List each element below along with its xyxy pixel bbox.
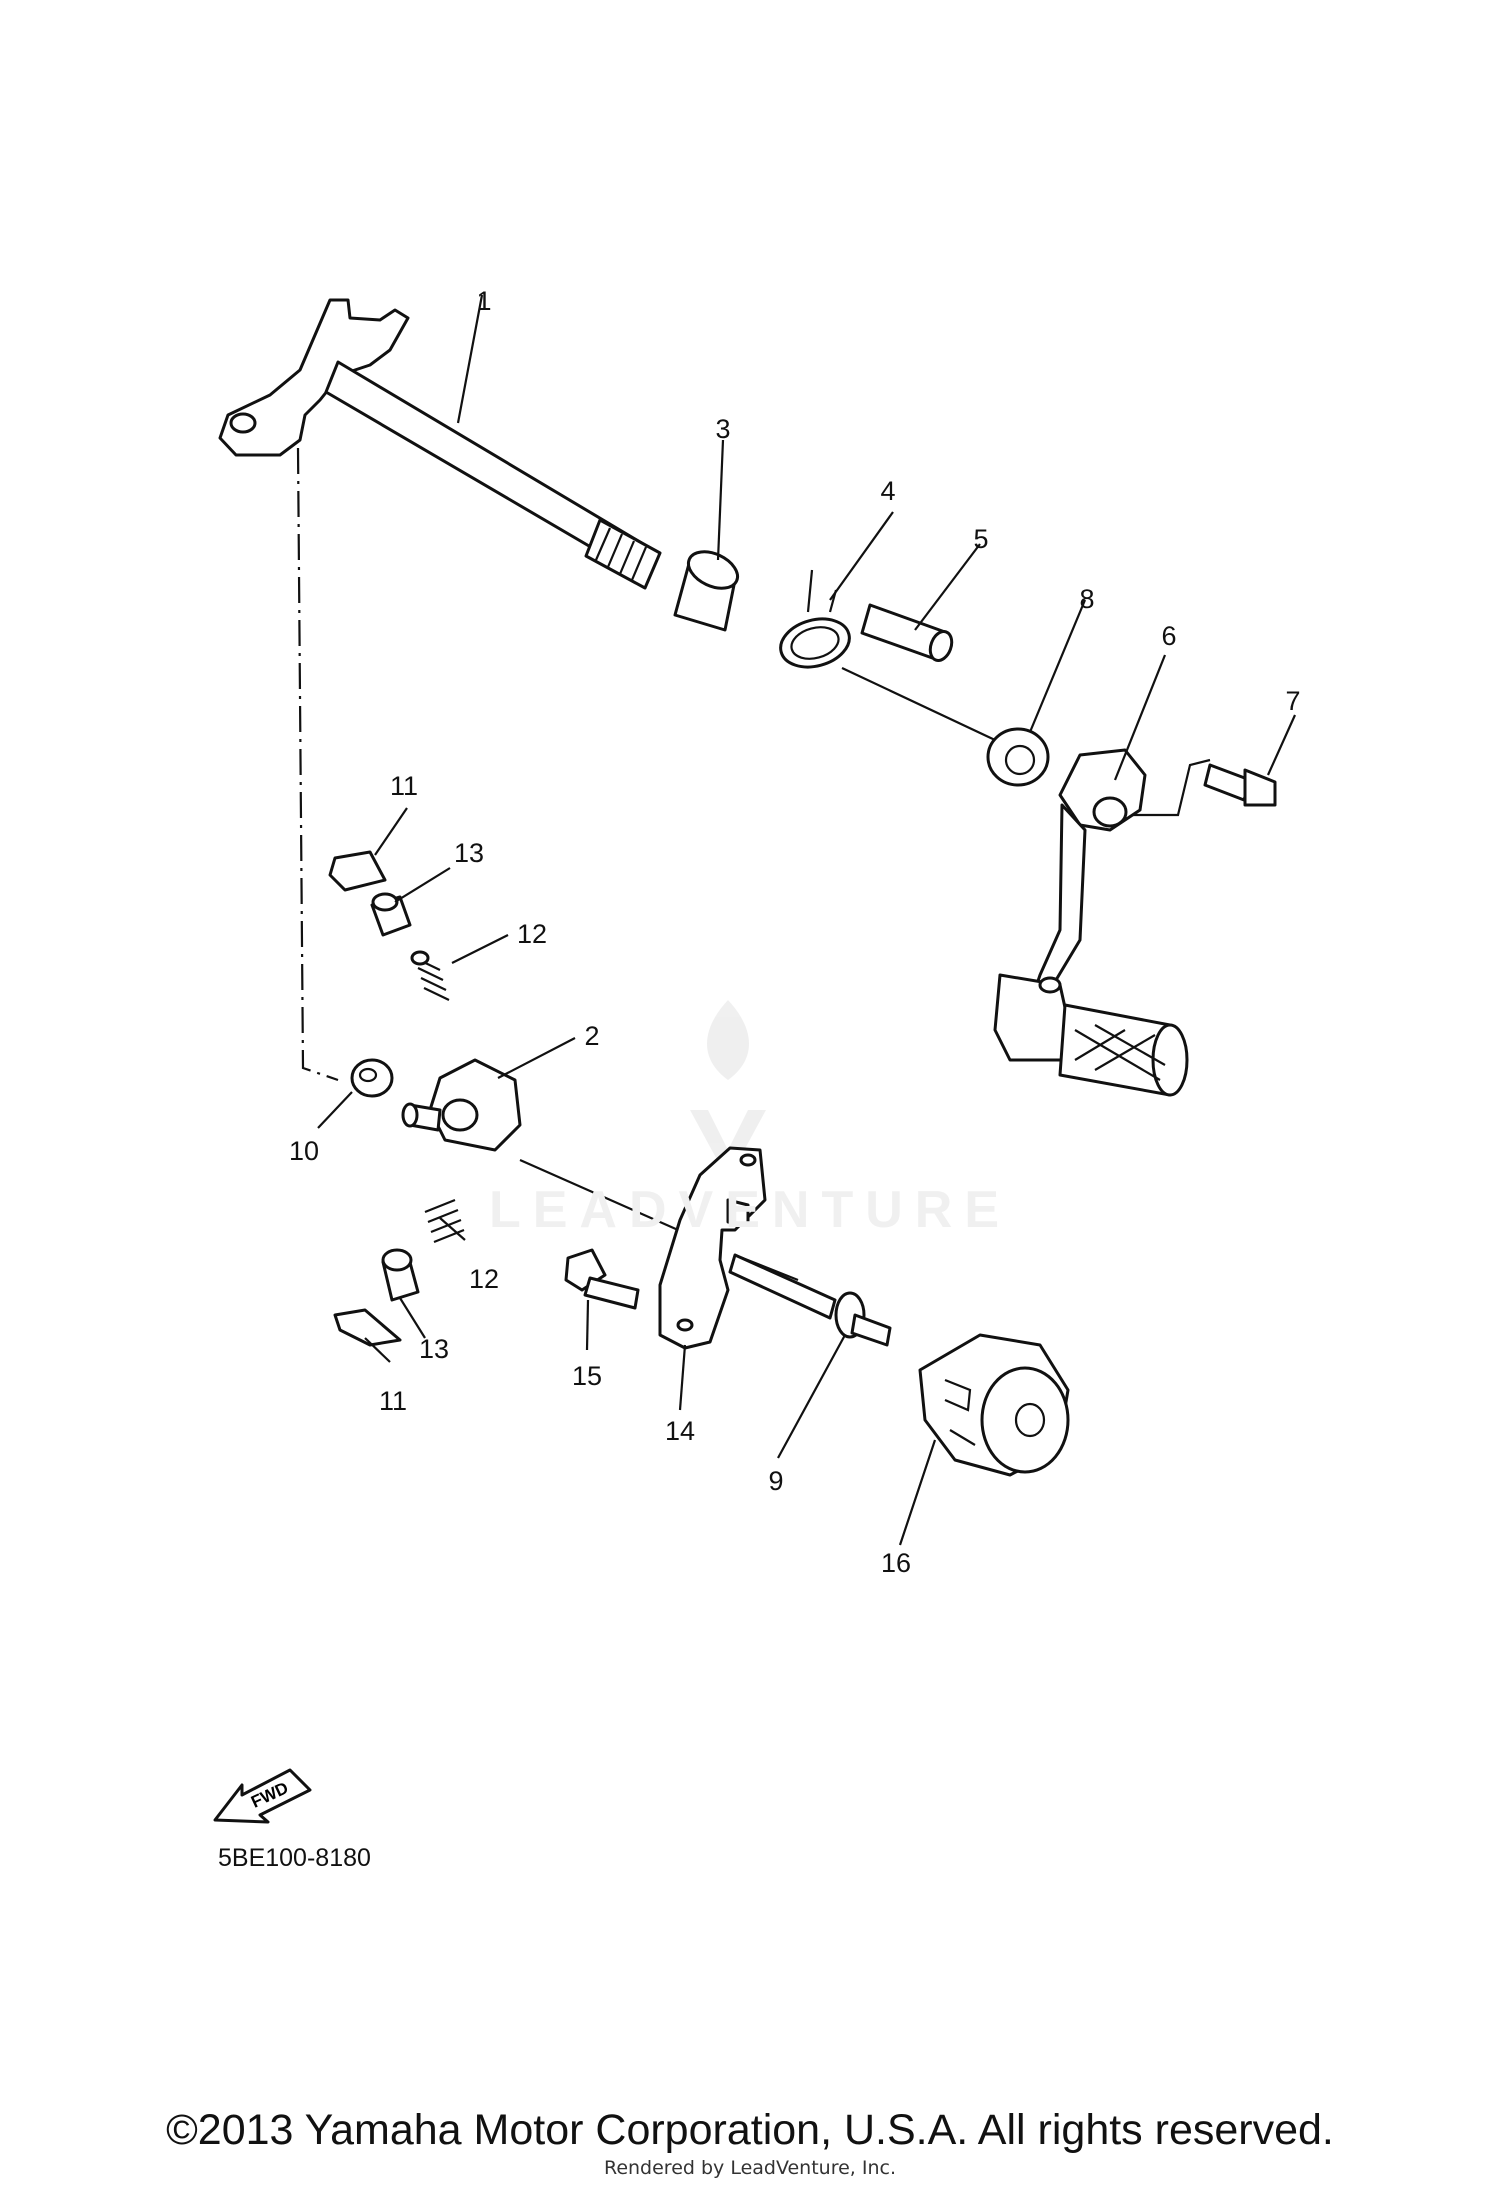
collar-part — [673, 550, 740, 632]
leadventure-watermark-logo — [690, 1000, 766, 1180]
callout-11-upper: 11 — [390, 771, 418, 801]
callout-11-lower: 11 — [379, 1386, 407, 1416]
callout-8: 8 — [1079, 584, 1094, 614]
callout-12-lower: 12 — [469, 1264, 499, 1294]
shift-shaft-part — [218, 298, 662, 590]
callout-4: 4 — [880, 476, 895, 506]
callout-1: 1 — [476, 286, 491, 316]
callouts: 1 2 3 4 5 6 7 8 9 10 11 11 12 12 13 13 1… — [289, 286, 1301, 1578]
callout-13-upper: 13 — [454, 838, 484, 868]
spring-part — [779, 569, 851, 669]
callout-15: 15 — [572, 1361, 602, 1391]
callout-10: 10 — [289, 1136, 319, 1166]
spring-upper-part — [410, 950, 450, 1001]
shift-cam-part — [918, 1333, 1070, 1477]
callout-12-upper: 12 — [517, 919, 547, 949]
watermark-text: LEADVENTURE — [488, 1181, 1012, 1239]
pin-bolt-part — [728, 1253, 892, 1347]
leader-lines — [317, 294, 1297, 1546]
callout-5: 5 — [973, 524, 988, 554]
callout-9: 9 — [768, 1466, 783, 1496]
callout-2: 2 — [584, 1021, 599, 1051]
reference-code: 5BE100-8180 — [218, 1844, 371, 1872]
shift-pedal-part — [993, 748, 1189, 1097]
stopper-upper-part — [328, 850, 387, 892]
callout-7: 7 — [1285, 686, 1300, 716]
callout-13-lower: 13 — [419, 1334, 449, 1364]
callout-6: 6 — [1161, 621, 1176, 651]
washer-part — [350, 1058, 394, 1098]
oil-seal-part — [986, 727, 1050, 787]
rendered-by-note: Rendered by LeadVenture, Inc. — [603, 2157, 897, 2179]
pin-part — [860, 603, 954, 663]
fwd-arrow-icon: FWD — [213, 1768, 312, 1824]
callout-3: 3 — [715, 414, 730, 444]
shift-lever-part — [401, 1058, 522, 1152]
roller-lower-part — [381, 1248, 420, 1302]
bolt-part — [564, 1248, 640, 1310]
copyright-notice: ©2013 Yamaha Motor Corporation, U.S.A. A… — [166, 2106, 1334, 2154]
roller-upper-part — [370, 892, 412, 937]
callout-16: 16 — [881, 1548, 911, 1578]
segment-plate-part — [658, 1146, 767, 1350]
stopper-lower-part — [333, 1308, 402, 1347]
pedal-bolt-part — [1203, 763, 1277, 807]
callout-14: 14 — [665, 1416, 695, 1446]
spring-lower-part — [424, 1198, 465, 1244]
